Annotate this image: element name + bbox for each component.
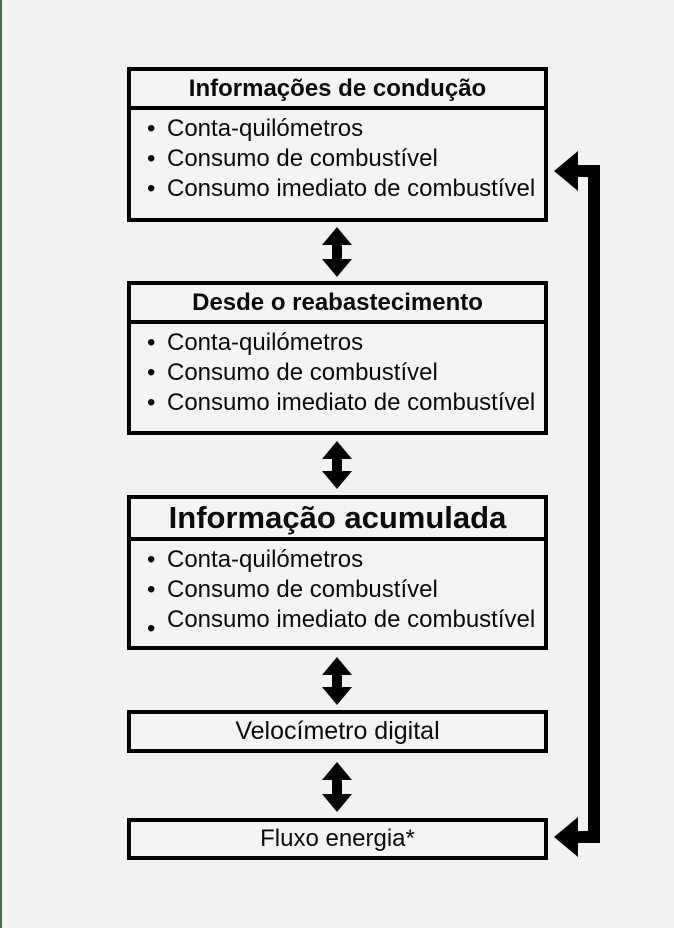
double-arrow-icon xyxy=(322,227,352,277)
bullet-icon: • xyxy=(147,359,156,386)
bullet-icon: • xyxy=(147,329,156,356)
bullet-icon: • xyxy=(147,546,156,573)
list-item-label: Consumo imediato de combustível xyxy=(167,389,536,416)
list-item-label: Conta-quilómetros xyxy=(167,329,364,356)
menu-box-driving-information: Informações de condução • Conta-quilómet… xyxy=(127,67,548,222)
box-title: Fluxo energia* xyxy=(260,825,415,852)
bullet-icon: • xyxy=(147,389,156,416)
bullet-icon: • xyxy=(147,615,156,642)
box-title: Desde o reabastecimento xyxy=(131,285,544,324)
list-item: • Conta-quilómetros xyxy=(147,114,540,144)
box-item-list: • Conta-quilómetros • Consumo de combust… xyxy=(131,324,544,418)
bullet-icon: • xyxy=(147,115,156,142)
list-item: • Consumo imediato de combustível xyxy=(147,388,540,418)
box-item-list: • Conta-quilómetros • Consumo de combust… xyxy=(131,541,544,642)
double-arrow-icon xyxy=(322,762,352,812)
box-title: Velocímetro digital xyxy=(235,717,440,745)
list-item: • Consumo imediato de combustível xyxy=(147,174,540,204)
box-title: Informações de condução xyxy=(131,71,544,110)
list-item: • Consumo de combustível xyxy=(147,358,540,388)
bullet-icon: • xyxy=(147,175,156,202)
loop-return-arrow-icon xyxy=(554,151,600,857)
menu-box-energy-flow: Fluxo energia* xyxy=(127,818,548,860)
list-item-label: Conta-quilómetros xyxy=(167,115,364,142)
list-item-label: Consumo de combustível xyxy=(167,359,438,386)
list-item-label: Consumo imediato de combustível xyxy=(167,606,536,633)
box-title: Informação acumulada xyxy=(131,499,544,541)
list-item: • Consumo de combustível xyxy=(147,144,540,174)
list-item: • Consumo de combustível xyxy=(147,575,540,605)
list-item: • Consumo imediato de combustível xyxy=(147,605,540,642)
list-item-label: Conta-quilómetros xyxy=(167,546,364,573)
menu-box-accumulated-information: Informação acumulada • Conta-quilómetros… xyxy=(127,495,548,650)
left-edge-accent-line xyxy=(0,0,2,928)
double-arrow-icon xyxy=(322,657,352,705)
bullet-icon: • xyxy=(147,576,156,603)
double-arrow-icon xyxy=(322,441,352,489)
list-item: • Conta-quilómetros xyxy=(147,328,540,358)
box-item-list: • Conta-quilómetros • Consumo de combust… xyxy=(131,110,544,204)
bullet-icon: • xyxy=(147,145,156,172)
menu-box-digital-speedometer: Velocímetro digital xyxy=(127,710,548,753)
list-item-label: Consumo de combustível xyxy=(167,576,438,603)
list-item: • Conta-quilómetros xyxy=(147,545,540,575)
list-item-label: Consumo imediato de combustível xyxy=(167,175,536,202)
menu-box-since-refuelling: Desde o reabastecimento • Conta-quilómet… xyxy=(127,281,548,435)
list-item-label: Consumo de combustível xyxy=(167,145,438,172)
